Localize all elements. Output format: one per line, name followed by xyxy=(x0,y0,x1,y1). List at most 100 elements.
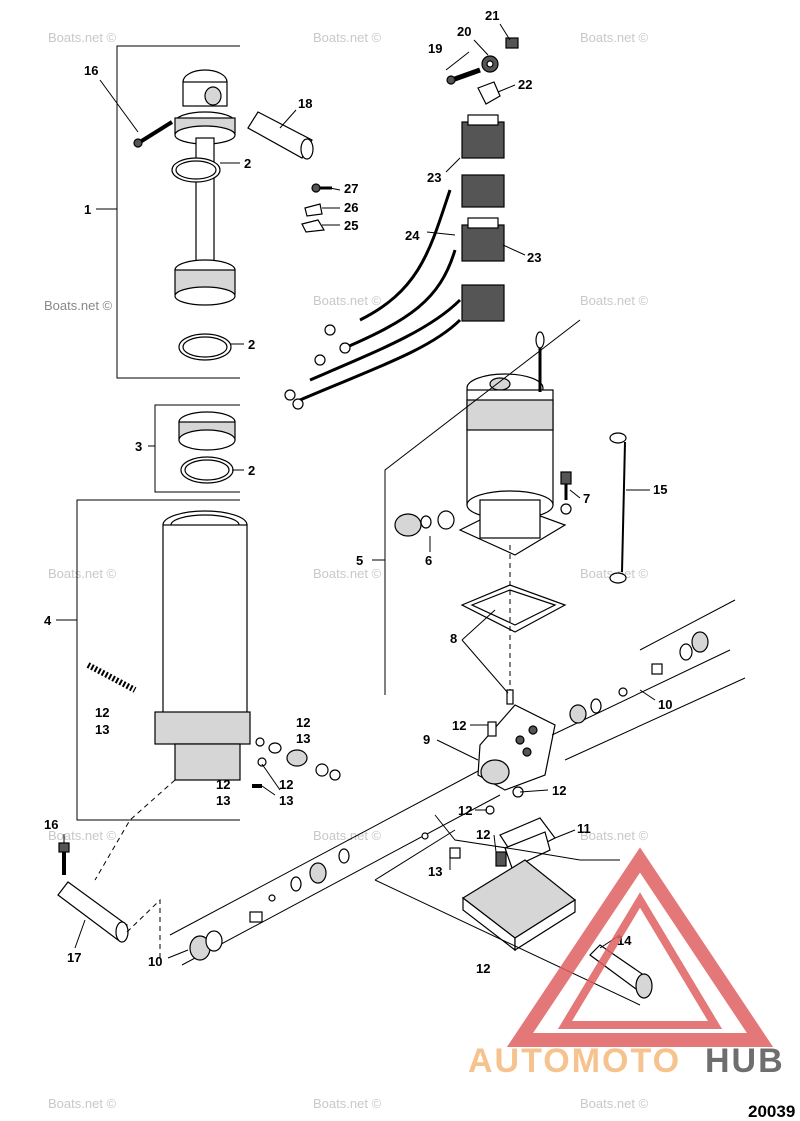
callout-11: 11 xyxy=(577,821,591,836)
callout-1: 1 xyxy=(84,202,91,217)
callout-5: 5 xyxy=(356,553,363,568)
callout-9: 9 xyxy=(423,732,430,747)
callout-12: 12 xyxy=(476,961,490,976)
callout-12: 12 xyxy=(216,777,230,792)
trim-rod-assembly xyxy=(174,69,236,306)
relay xyxy=(461,284,505,322)
relay-hardware xyxy=(446,37,519,105)
callout-18: 18 xyxy=(298,96,312,111)
watermark: Boats.net © xyxy=(313,566,382,581)
callout-12: 12 xyxy=(552,783,566,798)
callout-23: 23 xyxy=(527,250,541,265)
callout-12: 12 xyxy=(95,705,109,720)
group-bracket-4 xyxy=(76,499,240,821)
o-ring-small xyxy=(485,805,495,815)
automotohub-logo: AUTOMOTO HUB xyxy=(468,847,783,1080)
screw xyxy=(133,120,174,148)
callout-17: 17 xyxy=(67,950,81,965)
callout-13: 13 xyxy=(95,722,109,737)
callout-12: 12 xyxy=(296,715,310,730)
reservoir-plate xyxy=(461,817,577,952)
ground-strap xyxy=(609,432,627,584)
dashed-leader xyxy=(126,898,161,960)
callout-25: 25 xyxy=(344,218,358,233)
leader-line xyxy=(374,879,641,1006)
callout-labels: 16 18 2 1 2 3 2 4 12 13 12 13 12 12 13 1… xyxy=(44,8,672,976)
callout-3: 3 xyxy=(135,439,142,454)
dashed-leader xyxy=(94,779,176,881)
valve-parts-row xyxy=(169,769,501,966)
watermark: Boats.net © xyxy=(313,30,382,45)
callout-12: 12 xyxy=(452,718,466,733)
callout-12: 12 xyxy=(476,827,490,842)
logo-text-light: AUTOMOTO xyxy=(468,1042,681,1080)
watermarks: Boats.net © Boats.net © Boats.net © Boat… xyxy=(48,30,649,1111)
watermark: Boats.net © xyxy=(48,30,117,45)
callout-10: 10 xyxy=(148,954,162,969)
leader-line xyxy=(384,319,581,695)
callout-2: 2 xyxy=(244,156,251,171)
watermark: Boats.net © xyxy=(580,828,649,843)
group-bracket-3 xyxy=(154,404,240,493)
check-valve-parts xyxy=(252,737,341,788)
callout-21: 21 xyxy=(485,8,499,23)
callout-22: 22 xyxy=(518,77,532,92)
callout-2: 2 xyxy=(248,463,255,478)
valve-parts-row-upper xyxy=(551,631,746,761)
callout-26: 26 xyxy=(344,200,358,215)
callout-16: 16 xyxy=(44,817,58,832)
callout-10: 10 xyxy=(658,697,672,712)
pivot-pin xyxy=(247,111,314,160)
watermark: Boats.net © xyxy=(48,828,117,843)
callout-16: 16 xyxy=(84,63,98,78)
logo-triangle xyxy=(506,847,774,1047)
leader-line xyxy=(374,829,456,881)
callout-23: 23 xyxy=(427,170,441,185)
callout-8: 8 xyxy=(450,631,457,646)
callout-leaders xyxy=(56,23,656,959)
callout-20: 20 xyxy=(457,24,471,39)
o-ring xyxy=(180,456,234,484)
watermark: Boats.net © xyxy=(580,30,649,45)
callout-13: 13 xyxy=(279,793,293,808)
pump-motor xyxy=(458,331,567,556)
pump-body xyxy=(477,704,556,791)
fill-plug xyxy=(394,510,455,537)
callout-12: 12 xyxy=(279,777,293,792)
motor-screw xyxy=(560,471,572,515)
callout-13: 13 xyxy=(216,793,230,808)
callout-19: 19 xyxy=(428,41,442,56)
callout-27: 27 xyxy=(344,181,358,196)
o-ring xyxy=(178,333,232,361)
relay xyxy=(461,217,505,262)
callout-24: 24 xyxy=(405,228,420,243)
relay xyxy=(461,174,505,208)
trim-cylinder xyxy=(154,510,251,781)
relay xyxy=(461,114,505,159)
watermark: Boats.net © xyxy=(580,293,649,308)
fitting xyxy=(421,832,429,840)
callout-13: 13 xyxy=(428,864,442,879)
callout-7: 7 xyxy=(583,491,590,506)
illustration-number: 20039 xyxy=(748,1102,795,1121)
callout-4: 4 xyxy=(44,613,52,628)
gasket xyxy=(460,584,567,633)
callout-6: 6 xyxy=(425,553,432,568)
piston xyxy=(178,411,236,451)
callout-15: 15 xyxy=(653,482,667,497)
watermark: Boats.net © xyxy=(48,1096,117,1111)
pivot-pin-lower xyxy=(57,881,129,943)
fitting xyxy=(449,847,461,859)
wire-harness xyxy=(284,189,462,410)
fitting xyxy=(495,851,507,867)
callout-12: 12 xyxy=(458,803,472,818)
watermark: Boats.net © xyxy=(580,1096,649,1111)
watermark: Boats.net © xyxy=(313,1096,382,1111)
watermark: Boats.net © xyxy=(313,293,382,308)
o-ring xyxy=(171,157,221,183)
leader-line xyxy=(639,599,736,651)
callout-13: 13 xyxy=(296,731,310,746)
leader-line xyxy=(434,814,620,861)
